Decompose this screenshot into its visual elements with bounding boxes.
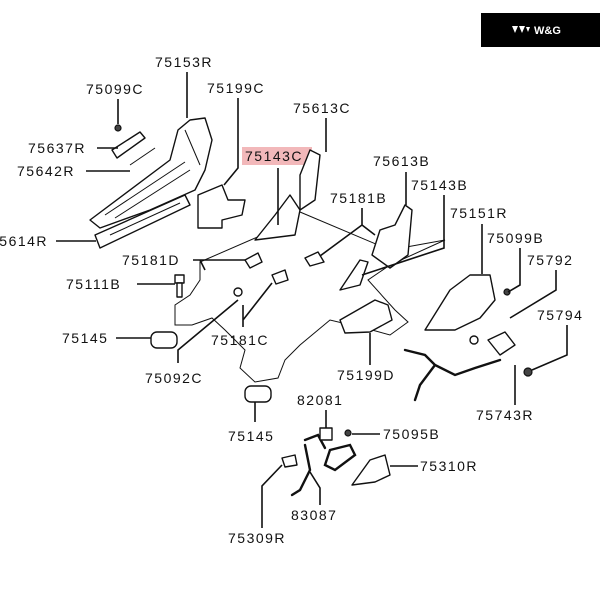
label-75181C[interactable]: 75181C (211, 332, 269, 348)
label-75145-b[interactable]: 75145 (228, 428, 274, 444)
label-75145-a[interactable]: 75145 (62, 330, 108, 346)
part-bolt-75099B (503, 288, 511, 296)
label-75794[interactable]: 75794 (537, 307, 583, 323)
label-75143C-highlighted[interactable]: 75143C (245, 148, 303, 164)
part-recliner-right (339, 204, 413, 291)
part-spring (129, 147, 156, 166)
part-nut-75794 (523, 367, 533, 377)
label-75092C[interactable]: 75092C (145, 370, 203, 386)
label-75613B[interactable]: 75613B (373, 153, 430, 169)
part-number-labels: 75153R 75099C 75199C 75613C 75637R 75143… (0, 54, 583, 546)
label-75181B[interactable]: 75181B (330, 190, 387, 206)
part-harness (403, 348, 502, 402)
label-75099B[interactable]: 75099B (487, 230, 544, 246)
label-75642R[interactable]: 75642R (17, 163, 75, 179)
label-75613C[interactable]: 75613C (293, 100, 351, 116)
label-75099C[interactable]: 75099C (86, 81, 144, 97)
part-seat-track-lower (94, 194, 191, 249)
part-cover-75310R (351, 454, 391, 486)
label-75637R[interactable]: 75637R (28, 140, 86, 156)
part-rail-75199D (339, 299, 393, 334)
part-switch-assy (281, 427, 357, 497)
label-75614R[interactable]: 75614R (0, 233, 48, 249)
label-75743R[interactable]: 75743R (476, 407, 534, 423)
part-buckle (469, 331, 516, 356)
highlight-75143C (242, 147, 312, 165)
label-75151R[interactable]: 75151R (450, 205, 508, 221)
part-clip-small (233, 251, 325, 297)
label-75143B[interactable]: 75143B (411, 177, 468, 193)
part-bolt-75111B (174, 274, 185, 298)
logo-text: W&G (534, 25, 561, 37)
part-lever (111, 124, 146, 159)
label-75153R[interactable]: 75153R (155, 54, 213, 70)
part-cap-75145b (244, 385, 272, 403)
label-75199D[interactable]: 75199D (337, 367, 395, 383)
label-75111B[interactable]: 75111B (66, 276, 121, 292)
seat-frame-outline (174, 211, 446, 383)
part-side-shield (424, 274, 496, 331)
label-75095B[interactable]: 75095B (383, 426, 440, 442)
leader-lines (56, 72, 568, 528)
part-cap-75145a (150, 331, 178, 349)
label-75309R[interactable]: 75309R (228, 530, 286, 546)
logo-triangles-icon (512, 26, 530, 33)
part-seat-track-upper (89, 117, 213, 229)
label-75792[interactable]: 75792 (527, 252, 573, 268)
label-82081[interactable]: 82081 (297, 392, 343, 408)
label-75310R[interactable]: 75310R (420, 458, 478, 474)
label-83087[interactable]: 83087 (291, 507, 337, 523)
part-bracket-75199C (197, 184, 246, 229)
brand-logo: W&G (481, 13, 600, 47)
label-75199C[interactable]: 75199C (207, 80, 265, 96)
label-75181D[interactable]: 75181D (122, 252, 180, 268)
